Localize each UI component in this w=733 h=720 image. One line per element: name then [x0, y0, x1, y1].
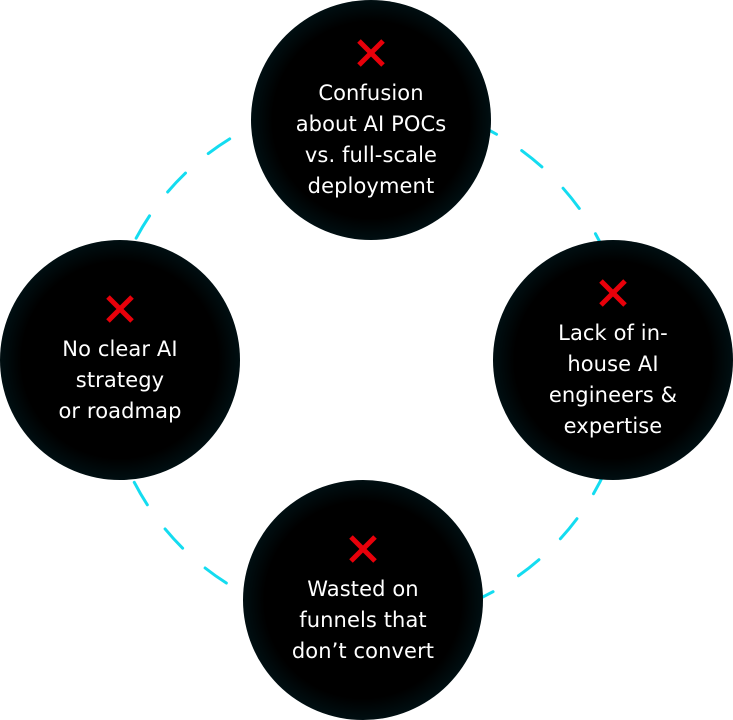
node-label: Confusion about AI POCs vs. full-scale d…	[295, 81, 447, 198]
node-label: Wasted on funnels that don’t convert	[291, 576, 435, 663]
node-label: No clear AI strategy or roadmap	[58, 336, 182, 423]
node-bottom: Wasted on funnels that don’t convert	[243, 480, 483, 720]
x-mark-icon	[598, 278, 628, 308]
node-top: Confusion about AI POCs vs. full-scale d…	[251, 0, 491, 240]
node-label: Lack of in- house AI engineers & experti…	[548, 321, 678, 438]
x-mark-icon	[105, 294, 135, 324]
node-right: Lack of in- house AI engineers & experti…	[493, 240, 733, 480]
x-mark-icon	[356, 38, 386, 68]
node-left: No clear AI strategy or roadmap	[0, 240, 240, 480]
x-mark-icon	[348, 534, 378, 564]
